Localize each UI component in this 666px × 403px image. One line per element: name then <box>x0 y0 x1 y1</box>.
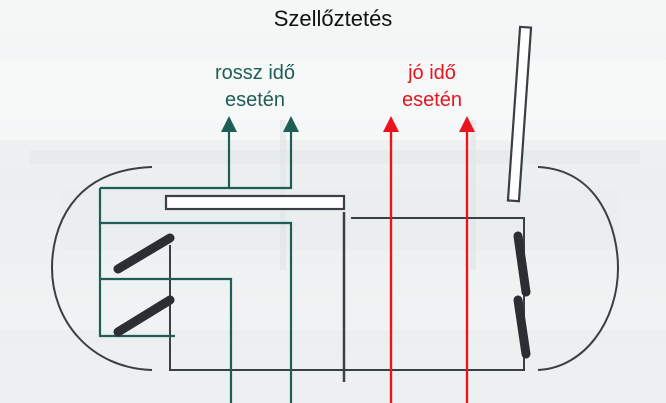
bad-weather-arrow-right <box>283 116 299 132</box>
good-weather-airflow <box>389 128 469 403</box>
right-rounded-wall <box>537 166 620 371</box>
bad-weather-airflow <box>98 128 293 403</box>
left-rounded-wall <box>50 166 153 371</box>
good-weather-arrowheads <box>383 116 475 132</box>
bad-weather-arrowheads <box>221 116 299 132</box>
left-compartment-outline <box>169 245 337 371</box>
left-lower-louver <box>113 295 175 337</box>
bad-weather-label-line1: rossz idő <box>214 62 296 84</box>
right-compartment-outline <box>351 217 525 371</box>
window-louvers <box>113 231 531 359</box>
good-weather-arrow-right <box>459 116 475 132</box>
good-weather-arrow-left <box>383 116 399 132</box>
bad-weather-arrow-left <box>221 116 237 132</box>
diagram-title: Szellőztetés <box>273 6 393 31</box>
good-weather-label-line1: jó idő <box>408 62 456 84</box>
open-roof-flap <box>506 25 533 203</box>
skylight-frame <box>164 194 346 211</box>
right-lower-louver <box>513 295 531 359</box>
left-upper-louver <box>113 233 175 274</box>
bad-weather-label-line2: esetén <box>224 89 286 111</box>
good-weather-label-line2: esetén <box>401 89 463 111</box>
right-upper-louver <box>513 231 531 297</box>
